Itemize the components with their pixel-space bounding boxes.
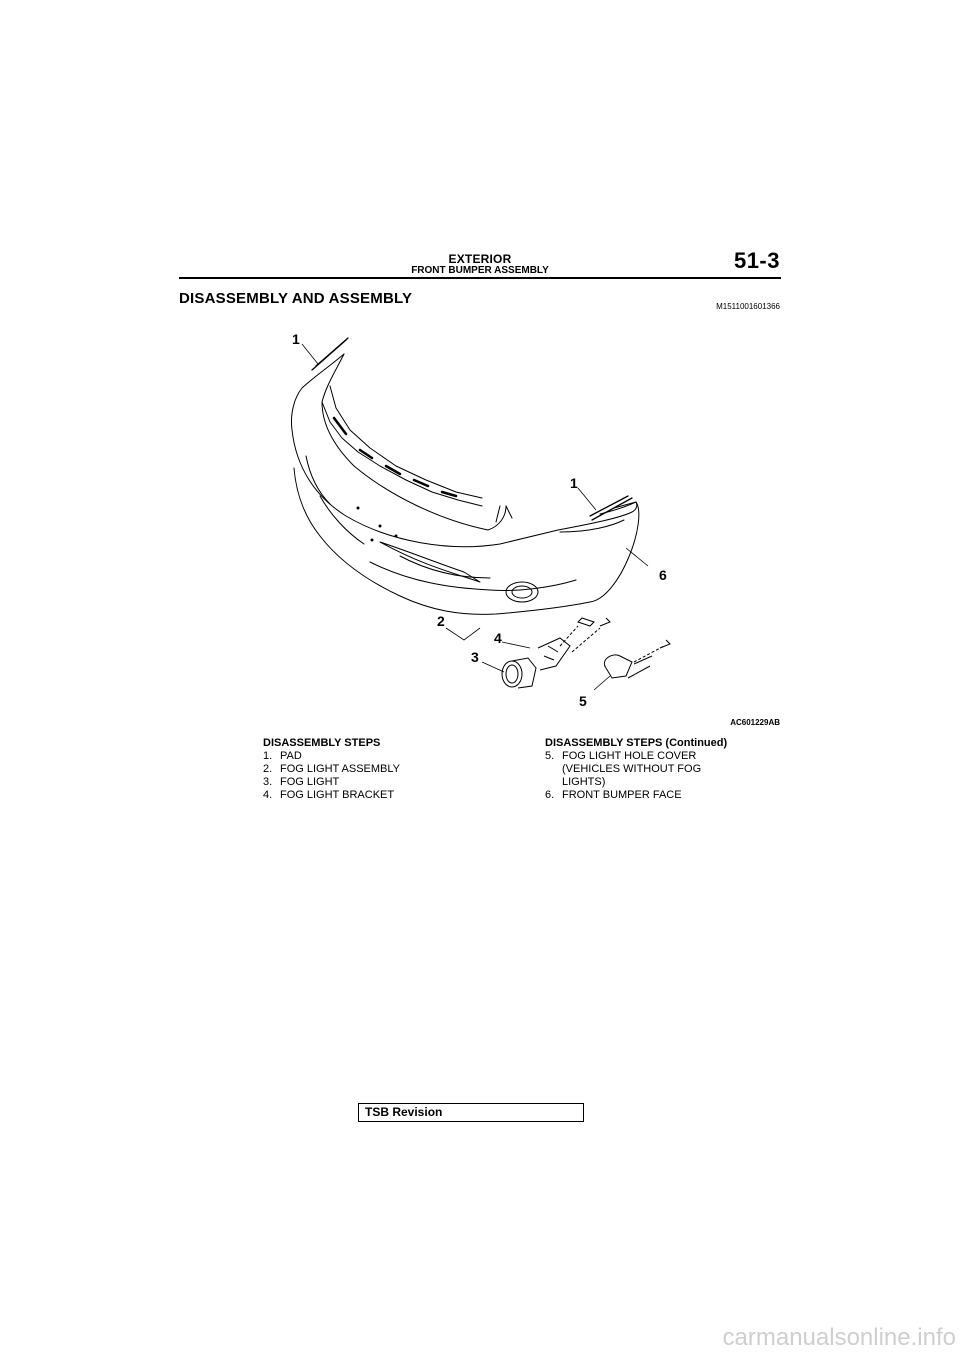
callout-4: 4: [494, 630, 502, 646]
bumper-face-drawing: [291, 337, 640, 615]
document-code: M1511001601366: [716, 302, 780, 311]
callout-leaders: [301, 343, 649, 691]
step-number: 2.: [263, 763, 273, 775]
step-text: FOG LIGHT ASSEMBLY: [280, 763, 401, 775]
step-text: FOG LIGHT: [280, 776, 340, 788]
steps-heading: DISASSEMBLY STEPS: [263, 737, 381, 749]
step-text: FRONT BUMPER FACE: [562, 789, 682, 801]
step-item: 3. FOG LIGHT: [263, 776, 513, 789]
page-title: DISASSEMBLY AND ASSEMBLY: [179, 290, 413, 307]
step-number: 1.: [263, 750, 273, 762]
disassembly-steps-right: DISASSEMBLY STEPS (Continued) 5. FOG LIGH…: [545, 737, 785, 802]
step-number: 4.: [263, 789, 273, 801]
step-number: 3.: [263, 776, 273, 788]
header-section-title: EXTERIOR: [448, 252, 512, 266]
step-item: 1. PAD: [263, 750, 513, 763]
step-item: 6. FRONT BUMPER FACE: [545, 789, 785, 802]
step-number: 5.: [545, 750, 555, 762]
step-item: 2. FOG LIGHT ASSEMBLY: [263, 763, 513, 776]
callout-5: 5: [579, 693, 587, 709]
bumper-exploded-diagram: 1 1 6 2 4 3 5 AC601229AB: [291, 331, 780, 727]
figure-id: AC601229AB: [730, 718, 780, 727]
step-item: 4. FOG LIGHT BRACKET: [263, 789, 513, 802]
step-number: 6.: [545, 789, 555, 801]
callout-1-right: 1: [570, 475, 578, 491]
watermark-text: carmanualsonline.info: [722, 1324, 956, 1351]
callout-1-left: 1: [292, 331, 300, 347]
header-subsection-title: FRONT BUMPER ASSEMBLY: [411, 265, 549, 276]
step-text: FOG LIGHT HOLE COVER (VEHICLES WITHOUT F…: [562, 750, 702, 788]
callout-6: 6: [659, 567, 667, 583]
step-text: PAD: [280, 750, 302, 762]
callout-3: 3: [471, 649, 479, 665]
step-text: FOG LIGHT BRACKET: [280, 789, 395, 801]
page-number: 51-3: [733, 248, 780, 273]
header-rule: [179, 277, 781, 279]
tsb-revision-box: [358, 1103, 584, 1122]
tsb-revision-label: TSB Revision: [365, 1105, 443, 1119]
steps-heading-continued: DISASSEMBLY STEPS (Continued): [545, 737, 728, 749]
fog-light-parts-drawing: [501, 617, 671, 689]
step-item: 5. FOG LIGHT HOLE COVER (VEHICLES WITHOUT…: [545, 750, 785, 789]
callout-2: 2: [437, 613, 445, 629]
disassembly-steps-left: DISASSEMBLY STEPS 1. PAD 2. FOG LIGHT ASSE…: [263, 737, 513, 802]
